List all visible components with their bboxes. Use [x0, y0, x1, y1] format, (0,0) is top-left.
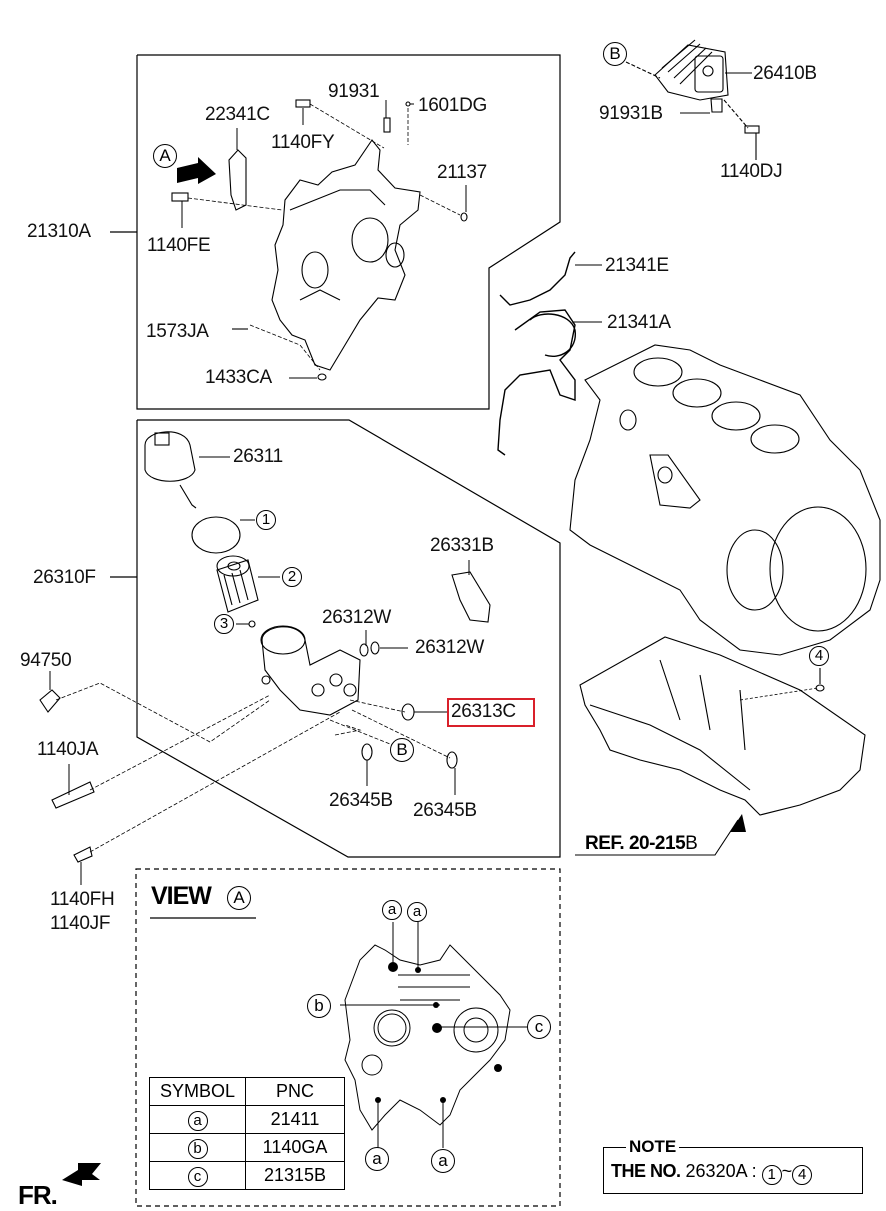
note-title: NOTE: [626, 1137, 680, 1157]
marker-b-cooler: B: [603, 42, 627, 66]
part-label-21310A[interactable]: 21310A: [27, 221, 91, 242]
view-a-title-marker: A: [227, 886, 251, 910]
note-part[interactable]: 26320A :: [685, 1161, 757, 1181]
table-row: c 21315B: [149, 1161, 345, 1190]
view-a-callout-a-2: a: [407, 902, 427, 922]
view-a-title: VIEW: [151, 882, 212, 910]
part-label-1433CA[interactable]: 1433CA: [205, 367, 272, 388]
part-label-22341C[interactable]: 22341C: [205, 104, 270, 125]
ref-arrow: [730, 814, 746, 832]
part-label-1140DJ[interactable]: 1140DJ: [720, 161, 783, 182]
part-label-1140FY[interactable]: 1140FY: [271, 132, 335, 153]
upper-group-frame: [136, 54, 561, 410]
engine-block-illustration: [569, 344, 881, 656]
part-label-26312W-1[interactable]: 26312W: [322, 607, 391, 628]
header-symbol: SYMBOL: [149, 1077, 246, 1106]
part-label-26311[interactable]: 26311: [233, 446, 283, 467]
part-label-91931[interactable]: 91931: [328, 81, 380, 102]
symbol-c: c: [187, 1166, 208, 1187]
symbol-b: b: [187, 1138, 208, 1159]
part-label-1573JA[interactable]: 1573JA: [146, 321, 209, 342]
symbol-a: a: [187, 1110, 208, 1131]
view-a-callout-b: b: [307, 994, 331, 1018]
callout-3: 3: [214, 614, 234, 634]
note-range-sep: ~: [781, 1161, 793, 1181]
part-label-26345B-2[interactable]: 26345B: [413, 800, 477, 821]
note-box: [603, 1147, 863, 1194]
part-label-21137[interactable]: 21137: [437, 162, 487, 183]
note-text: THE NO. 26320A : 1~4: [611, 1161, 813, 1185]
callout-1: 1: [256, 510, 276, 530]
front-cover-illustration: [171, 99, 468, 381]
callout-2: 2: [282, 567, 302, 587]
view-a-callout-a-1: a: [382, 900, 402, 920]
view-a-frame: [135, 868, 561, 1207]
note-range-end: 4: [792, 1165, 813, 1185]
view-a-marker: A: [153, 144, 177, 168]
part-label-26345B-1[interactable]: 26345B: [329, 790, 393, 811]
view-a-callout-a-4: a: [431, 1149, 455, 1173]
pnc-value[interactable]: 1140GA: [245, 1133, 345, 1162]
header-pnc: PNC: [245, 1077, 345, 1106]
oil-filter-illustration: [39, 431, 491, 863]
marker-b-filter: B: [390, 738, 414, 762]
part-label-91931B[interactable]: 91931B: [599, 103, 663, 124]
note-range-start: 1: [761, 1165, 782, 1185]
pnc-value[interactable]: 21315B: [245, 1161, 345, 1190]
part-label-26410B[interactable]: 26410B: [753, 63, 817, 84]
ref-prefix: REF.: [585, 833, 625, 854]
gasket-illustration: [497, 251, 602, 456]
part-label-1140FE[interactable]: 1140FE: [147, 235, 211, 256]
view-a-cover-illustration: [340, 922, 528, 1148]
part-label-1601DG[interactable]: 1601DG: [418, 95, 487, 116]
symbol-pnc-table: SYMBOL PNC a 21411 b 1140GA c 21315B: [149, 1077, 345, 1190]
front-arrow: [62, 1163, 101, 1186]
ref-number: 20-215: [628, 833, 686, 854]
part-label-21341E[interactable]: 21341E: [605, 255, 669, 276]
oil-pan-illustration: [575, 636, 866, 856]
part-label-26313C[interactable]: 26313C: [451, 701, 516, 722]
table-row: a 21411: [149, 1105, 345, 1134]
part-label-94750[interactable]: 94750: [20, 650, 72, 671]
table-row: b 1140GA: [149, 1133, 345, 1162]
ref-suffix: B: [685, 833, 698, 854]
highlight-box: [447, 698, 535, 727]
part-label-26310F[interactable]: 26310F: [33, 567, 96, 588]
part-label-1140JA[interactable]: 1140JA: [37, 739, 99, 760]
part-label-1140JF[interactable]: 1140JF: [50, 913, 111, 934]
view-a-arrow: [177, 157, 216, 184]
table-header-row: SYMBOL PNC: [149, 1077, 345, 1106]
note-prefix: THE NO.: [611, 1161, 681, 1181]
part-label-21341A[interactable]: 21341A: [607, 312, 671, 333]
callout-4: 4: [809, 646, 829, 666]
view-a-callout-c: c: [527, 1015, 551, 1039]
pnc-value[interactable]: 21411: [245, 1105, 345, 1134]
oil-cooler-illustration: [625, 39, 760, 160]
part-label-26331B[interactable]: 26331B: [430, 535, 494, 556]
front-indicator: FR.: [18, 1180, 58, 1210]
view-a-callout-a-3: a: [365, 1147, 389, 1171]
part-label-26312W-2[interactable]: 26312W: [415, 637, 484, 658]
oil-filter-group-frame: [136, 419, 561, 858]
part-label-1140FH[interactable]: 1140FH: [50, 889, 115, 910]
oil-pan-reference[interactable]: REF. 20-215B: [585, 833, 698, 855]
